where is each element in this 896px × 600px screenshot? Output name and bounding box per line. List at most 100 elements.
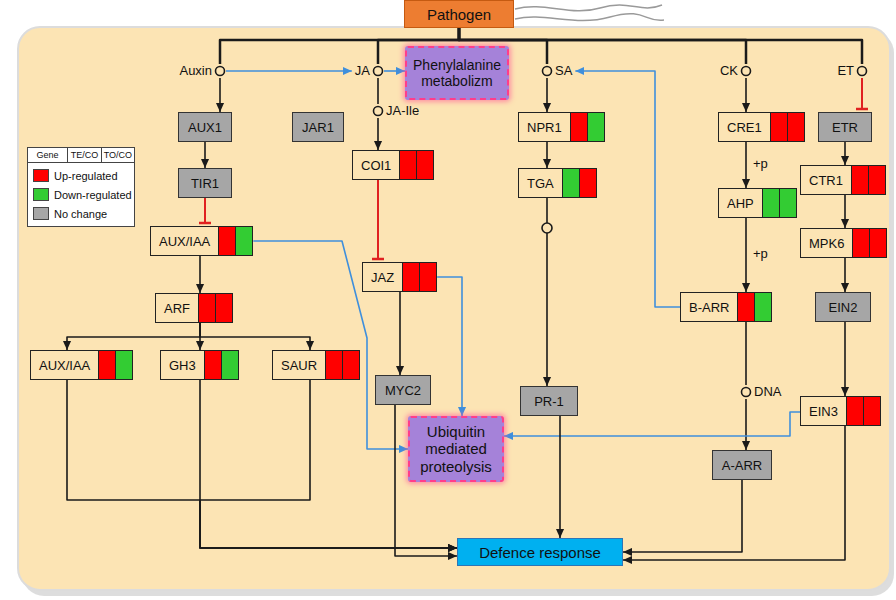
node-text: ETR	[832, 120, 858, 135]
connector	[745, 399, 747, 450]
hormone-circle	[214, 65, 226, 77]
node-text: JA	[355, 63, 370, 78]
expression-square	[851, 166, 868, 194]
expression-square	[737, 293, 754, 321]
legend-text: Down-regulated	[54, 189, 132, 201]
connector	[437, 277, 462, 416]
legend-swatch	[33, 169, 49, 182]
node-text: PR-1	[534, 394, 564, 409]
expression-square	[342, 351, 359, 379]
node-text: COI1	[353, 151, 399, 179]
connector	[559, 416, 561, 538]
node-text: EIN2	[829, 300, 858, 315]
node-text: SAUR	[273, 351, 325, 379]
expression-square	[770, 113, 787, 141]
expression-square	[779, 189, 796, 217]
hormone-label: SA	[541, 64, 575, 78]
expression-square	[787, 113, 804, 141]
node-text: MPK6	[801, 229, 852, 257]
legend-row: Down-regulated	[33, 188, 134, 201]
hormone-circle-mark	[543, 67, 552, 76]
connector	[745, 142, 747, 188]
hormone-circle-mark	[216, 67, 225, 76]
pathogen-box: Pathogen	[404, 0, 514, 28]
gene-expression-box: AHP	[718, 188, 797, 218]
legend-text: No change	[54, 208, 107, 220]
gene-expression-box: AUX/IAA	[150, 226, 253, 256]
connector	[399, 292, 401, 375]
node-text: ET	[837, 63, 854, 78]
expression-square	[852, 229, 869, 257]
connector	[844, 258, 846, 292]
node-text: Pathogen	[427, 6, 491, 23]
pathway-box: Ubiquitin mediated proteolysis	[408, 416, 504, 482]
legend-header-cell: Gene	[28, 148, 68, 162]
gene-expression-box: SAUR	[272, 350, 360, 380]
node-text: CRE1	[719, 113, 770, 141]
connector	[219, 78, 221, 112]
hormone-circle	[372, 105, 384, 117]
expression-square	[869, 229, 886, 257]
hormone-label: JA	[352, 64, 384, 78]
connector	[204, 142, 206, 168]
hormone-circle-mark	[374, 107, 383, 116]
expression-square	[98, 351, 115, 379]
gene-expression-box: EIN3	[800, 396, 881, 426]
hormone-label: DNA	[740, 385, 784, 399]
node-text: TGA	[519, 169, 562, 197]
hormone-circle-mark	[858, 67, 867, 76]
node-text: GH3	[161, 351, 204, 379]
gene-expression-box: AUX/IAA	[30, 350, 133, 380]
expression-square	[399, 151, 416, 179]
node-text: Phenylalanine metabolizm	[410, 57, 504, 89]
gene-box: ETR	[818, 112, 872, 142]
connector	[384, 70, 405, 72]
node-text: DNA	[754, 384, 781, 399]
connector	[623, 480, 742, 552]
hormone-circle	[740, 386, 752, 398]
hormone-label: ET	[834, 64, 868, 78]
connector	[377, 78, 379, 104]
expression-square	[562, 169, 579, 197]
node-text: A-ARR	[722, 458, 762, 473]
legend-swatch	[33, 188, 49, 201]
connector	[844, 142, 846, 165]
gene-expression-box: ARF	[155, 293, 233, 323]
expression-square	[221, 351, 238, 379]
connector	[575, 71, 680, 307]
connector	[377, 118, 379, 150]
node-text: JAZ	[363, 263, 402, 291]
connector	[204, 198, 206, 223]
hormone-circle	[740, 65, 752, 77]
legend-header-cell: TO/CO	[102, 148, 134, 162]
expression-square	[579, 169, 596, 197]
gene-expression-box: CRE1	[718, 112, 805, 142]
edge-label: +p	[753, 157, 768, 171]
node-text: EIN3	[801, 397, 846, 425]
expression-square	[198, 294, 215, 322]
gene-box: MYC2	[375, 375, 431, 405]
hormone-circle-mark	[742, 67, 751, 76]
connector	[67, 323, 200, 350]
legend-header: GeneTE/COTO/CO	[28, 148, 134, 163]
pathway-box: Phenylalanine metabolizm	[405, 46, 509, 100]
connector	[861, 78, 863, 109]
node-text: JAR1	[302, 120, 334, 135]
connector	[253, 241, 408, 449]
gene-box: AUX1	[178, 112, 232, 142]
expression-square	[846, 397, 863, 425]
expression-square	[416, 151, 433, 179]
hormone-circle	[541, 65, 553, 77]
node-text: AUX1	[188, 120, 222, 135]
hormone-circle	[856, 65, 868, 77]
expression-square	[218, 227, 235, 255]
junction-circle	[542, 223, 552, 233]
gene-expression-box: NPR1	[518, 112, 605, 142]
gene-box: TIR1	[178, 168, 232, 198]
node-text: AUX/IAA	[151, 227, 218, 255]
pathogen-tail	[515, 14, 664, 21]
hormone-circle-mark	[742, 388, 751, 397]
expression-square	[325, 351, 342, 379]
